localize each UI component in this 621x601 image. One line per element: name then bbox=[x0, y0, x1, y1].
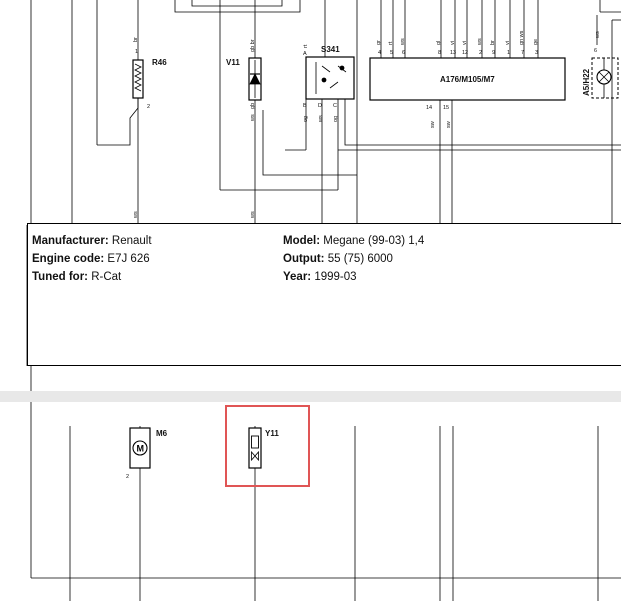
a176-pin-4: 4 bbox=[378, 50, 381, 56]
a176-pin-2: 2 bbox=[479, 50, 482, 56]
m6-motor: M bbox=[129, 427, 151, 469]
a176-wire-5: rt bbox=[388, 41, 394, 45]
s341-wire-top: rt bbox=[303, 44, 309, 48]
s341-relay bbox=[285, 56, 621, 225]
v11-diode bbox=[248, 57, 357, 176]
info-column-left: Manufacturer: Renault Engine code: E7J 6… bbox=[32, 232, 152, 286]
info-column-right: Model: Megane (99-03) 1,4 Output: 55 (75… bbox=[283, 232, 424, 286]
manufacturer-value: Renault bbox=[111, 235, 152, 247]
r46-wire-bottom: ws bbox=[133, 211, 139, 219]
s341-pin-d: D bbox=[318, 103, 322, 109]
s341-wire-c: og bbox=[333, 116, 339, 122]
page-bottom: M M6 2 Y11 bbox=[0, 402, 621, 601]
a176-pin-5: 5 bbox=[390, 50, 393, 56]
engine-value: E7J 626 bbox=[107, 253, 150, 265]
v11-wire-bottom: ws bbox=[250, 211, 256, 219]
s341-wire-b: og bbox=[303, 116, 309, 122]
s341-wire-d: ws bbox=[318, 115, 324, 123]
wiring-labels-top: R46 1 2 br ws V11 gb br gb ws ws S341 rt… bbox=[133, 30, 601, 219]
v11-wire-top: gb br bbox=[250, 39, 256, 52]
manufacturer-row: Manufacturer: Renault bbox=[32, 232, 152, 250]
model-value: Megane (99-03) 1,4 bbox=[323, 235, 425, 247]
m6-label: M6 bbox=[156, 429, 168, 438]
vehicle-info-box: Manufacturer: Renault Engine code: E7J 6… bbox=[27, 223, 621, 366]
a5-wire-top: ws bbox=[595, 31, 601, 39]
engine-label: Engine code: bbox=[32, 253, 105, 265]
v11-wire-mid: gb bbox=[250, 103, 256, 109]
a176-label: A176/M105/M7 bbox=[440, 75, 495, 84]
a176-wire-9: br bbox=[490, 40, 496, 45]
a176-pin-9: 9 bbox=[492, 50, 495, 56]
year-row: Year: 1999-03 bbox=[283, 268, 424, 286]
tuned-row: Tuned for: R-Cat bbox=[32, 268, 152, 286]
a176-pin-12: 12 bbox=[462, 50, 468, 56]
a176-control-unit bbox=[369, 0, 566, 225]
s341-pin-a: A bbox=[303, 51, 307, 57]
a176-wire-7: gn ws bbox=[519, 30, 525, 45]
s341-pin-b: B bbox=[303, 103, 307, 109]
tuned-label: Tuned for: bbox=[32, 271, 88, 283]
a176-wire-6: ws bbox=[400, 38, 406, 46]
a5-pin-6: 6 bbox=[594, 48, 597, 54]
s341-pin-c: C bbox=[333, 103, 337, 109]
a176-pin-14: 14 bbox=[426, 105, 432, 111]
page-top: R46 1 2 br ws V11 gb br gb ws ws S341 rt… bbox=[0, 0, 621, 391]
output-label: Output: bbox=[283, 253, 325, 265]
a176-wire-8: gl bbox=[436, 41, 442, 45]
a176-pin-8: 8 bbox=[438, 50, 441, 56]
a5-h22-label: A5/H22 bbox=[582, 68, 591, 96]
a176-pin-6: 6 bbox=[402, 50, 405, 56]
r46-pin-top: 1 bbox=[135, 49, 138, 55]
y11-label: Y11 bbox=[265, 429, 279, 438]
svg-text:M: M bbox=[137, 444, 145, 454]
tuned-value: R-Cat bbox=[91, 271, 122, 283]
model-row: Model: Megane (99-03) 1,4 bbox=[283, 232, 424, 250]
a176-wire-3: ge bbox=[533, 39, 539, 45]
a176-pin-1: 1 bbox=[507, 50, 510, 56]
a176-wire-2: ws bbox=[477, 38, 483, 46]
wiring-diagram-bottom: M bbox=[30, 402, 621, 601]
v11-wire-low: ws bbox=[250, 114, 256, 122]
s341-label: S341 bbox=[321, 45, 340, 54]
output-row: Output: 55 (75) 6000 bbox=[283, 250, 424, 268]
a176-pin-3: 3 bbox=[535, 50, 538, 56]
y11-highlight-box bbox=[225, 405, 310, 487]
a176-wire-15: sw bbox=[446, 121, 452, 128]
v11-label: V11 bbox=[226, 58, 240, 67]
r46-resistor bbox=[97, 59, 144, 146]
a176-pin-7: 7 bbox=[521, 50, 524, 56]
a176-wire-13: vi bbox=[450, 41, 456, 45]
a176-wire-14: sw bbox=[430, 121, 436, 128]
manufacturer-label: Manufacturer: bbox=[32, 235, 109, 247]
output-value: 55 (75) 6000 bbox=[327, 253, 393, 265]
m6-pin-2: 2 bbox=[126, 474, 129, 480]
r46-pin-bottom: 2 bbox=[147, 104, 150, 110]
model-label: Model: bbox=[283, 235, 321, 247]
r46-wire-top: br bbox=[133, 37, 139, 42]
engine-row: Engine code: E7J 626 bbox=[32, 250, 152, 268]
year-label: Year: bbox=[283, 271, 312, 283]
y11-valve bbox=[248, 427, 262, 469]
a176-wire-12: vi bbox=[462, 41, 468, 45]
a176-pin-13: 13 bbox=[450, 50, 456, 56]
wiring-labels-bottom: M6 2 Y11 bbox=[126, 429, 279, 480]
year-value: 1999-03 bbox=[314, 271, 357, 283]
a176-wire-1: vi bbox=[505, 41, 511, 45]
r46-label: R46 bbox=[152, 58, 167, 67]
a176-wire-4: gr bbox=[376, 40, 382, 45]
a176-pin-15: 15 bbox=[443, 105, 449, 111]
a5-h22-lamp bbox=[591, 57, 619, 99]
